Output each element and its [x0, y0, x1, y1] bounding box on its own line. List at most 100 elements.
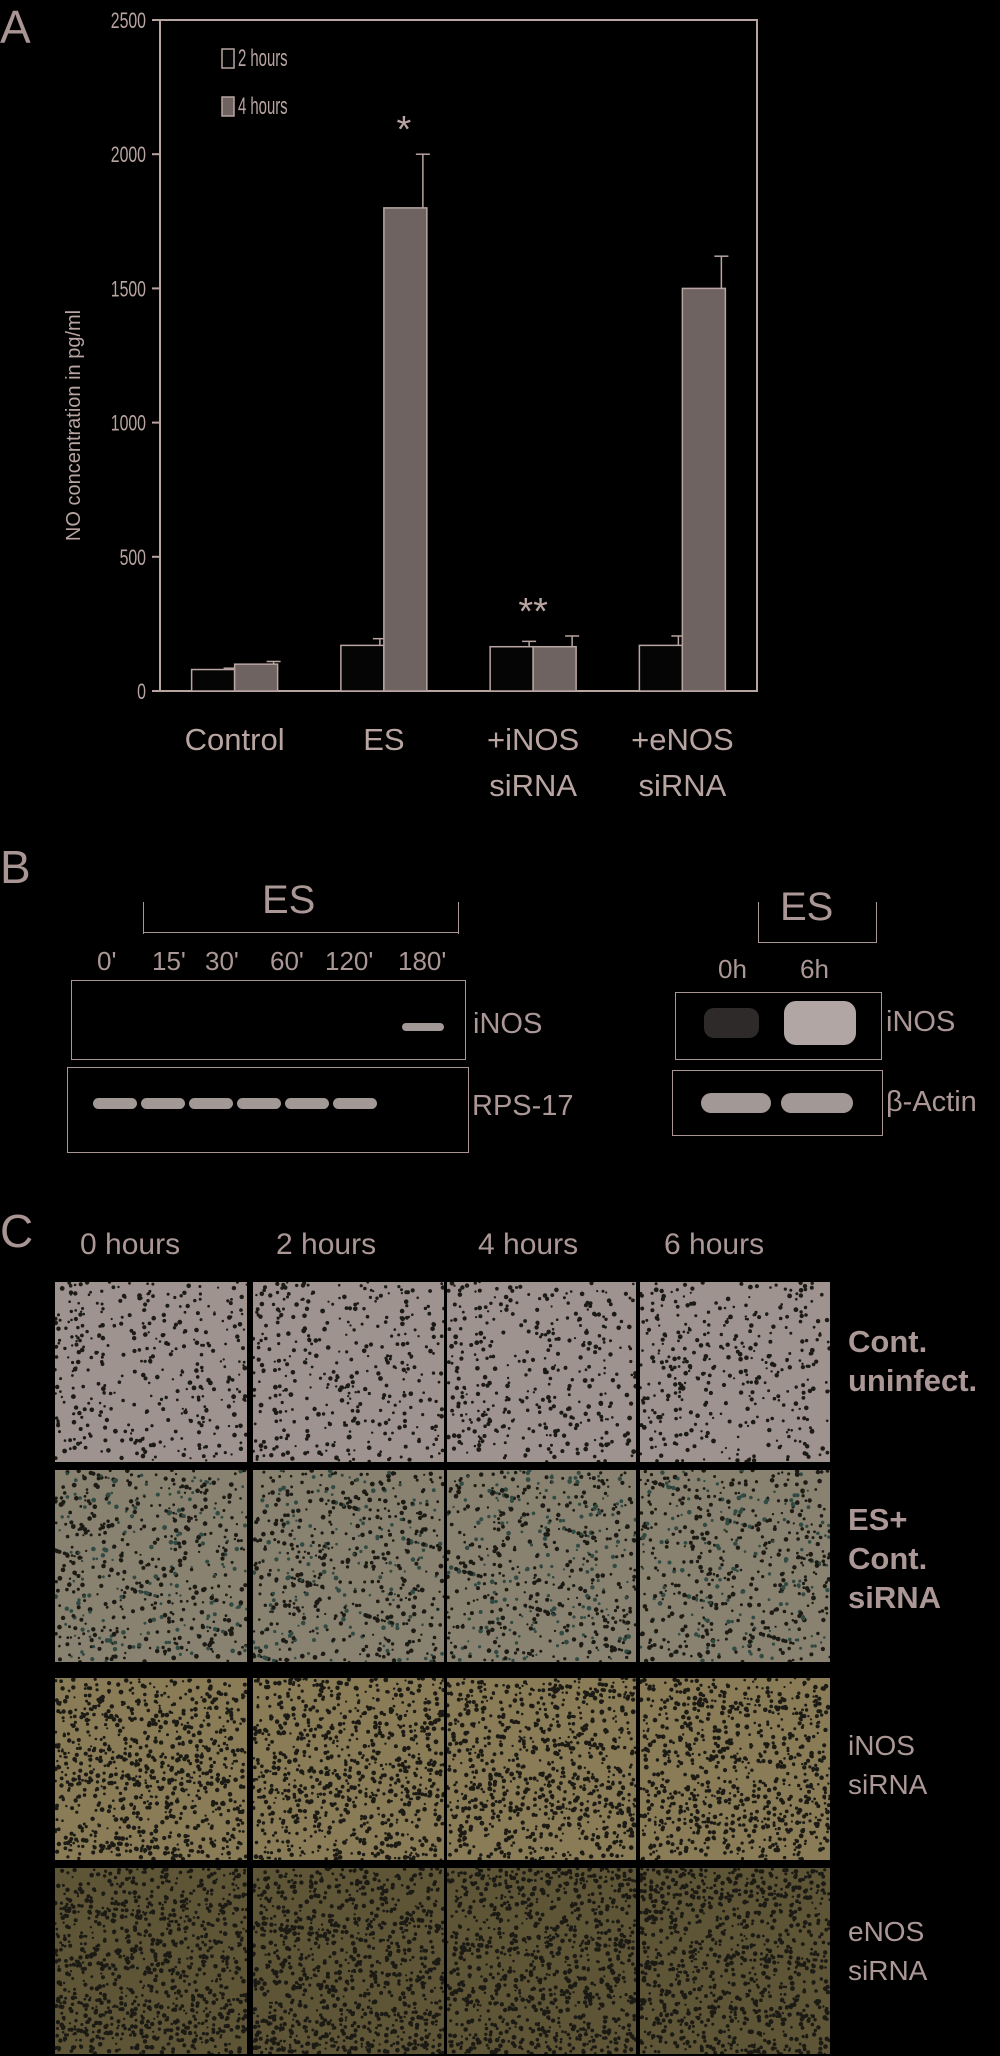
micrograph	[640, 1678, 830, 1860]
y-tick-label: 0	[137, 681, 146, 705]
y-tick-label: 1500	[111, 278, 146, 302]
bar	[532, 645, 577, 692]
cell-texture	[447, 1470, 636, 1662]
micrograph	[55, 1678, 247, 1860]
cell-texture	[55, 1868, 247, 2054]
row-label: Cont. uninfect.	[848, 1322, 977, 1400]
legend-label: 2 hours	[238, 46, 288, 72]
gel-row-label: RPS-17	[472, 1090, 574, 1122]
y-axis-label: NO concentration in pg/ml	[63, 310, 85, 541]
actin-band-0h	[701, 1093, 771, 1113]
bar	[233, 663, 279, 692]
bar	[638, 644, 684, 692]
time-header: 4 hours	[478, 1228, 579, 1261]
rps17-band	[189, 1098, 233, 1109]
plot-frame	[159, 19, 758, 692]
micrograph	[253, 1282, 444, 1462]
cell-texture	[253, 1868, 444, 2054]
panel-label-c: C	[0, 1205, 34, 1257]
rps17-band	[141, 1098, 185, 1109]
lane-label: 180'	[398, 946, 447, 976]
actin-gel-right	[672, 1070, 883, 1136]
cell-texture	[447, 1282, 636, 1462]
micrograph	[253, 1868, 444, 2054]
cell-texture	[447, 1678, 636, 1860]
lane-label: 60'	[270, 946, 304, 976]
x-tick-label: siRNA	[638, 768, 726, 803]
lane-label: 6h	[800, 954, 829, 984]
bar	[190, 668, 236, 692]
micrograph	[640, 1470, 830, 1662]
lane-label: 15'	[152, 946, 186, 976]
bar	[489, 645, 534, 692]
es-group-label-right: ES	[780, 885, 834, 929]
micrograph	[447, 1470, 636, 1662]
row-label-line: eNOS	[848, 1916, 925, 1947]
row-label-line: siRNA	[848, 1769, 928, 1800]
gel-row-label: iNOS	[886, 1006, 956, 1038]
cell-texture	[447, 1868, 636, 2054]
rps17-band	[285, 1098, 329, 1109]
panel-label-a: A	[0, 1, 31, 53]
cell-texture	[253, 1282, 444, 1462]
x-tick-label: Control	[185, 722, 285, 757]
micrograph	[640, 1282, 830, 1462]
row-label-line: iNOS	[848, 1730, 915, 1761]
actin-band-6h	[781, 1093, 853, 1113]
micrograph	[253, 1678, 444, 1860]
gel-row-label: iNOS	[473, 1008, 543, 1040]
cell-texture	[640, 1282, 830, 1462]
lane-label: 0h	[718, 954, 747, 984]
es-bracket-right	[758, 902, 877, 943]
micrograph	[55, 1470, 247, 1662]
row-label-line: siRNA	[848, 1580, 942, 1615]
micrograph	[253, 1470, 444, 1662]
panel-label-b: B	[0, 841, 31, 893]
cell-texture	[253, 1678, 444, 1860]
rps17-band	[93, 1098, 137, 1109]
cell-texture	[253, 1470, 444, 1662]
cell-texture	[55, 1470, 247, 1662]
gel-row-label: β-Actin	[886, 1086, 977, 1118]
row-label-line: Cont.	[848, 1541, 928, 1576]
y-tick-label: 1000	[111, 412, 146, 436]
row-label-line: Cont.	[848, 1324, 928, 1359]
time-header: 2 hours	[276, 1228, 377, 1261]
micrograph	[55, 1282, 247, 1462]
cell-texture	[640, 1470, 830, 1662]
row-label-line: siRNA	[848, 1955, 928, 1986]
micrograph	[447, 1868, 636, 2054]
row-label-line: ES+	[848, 1502, 908, 1537]
legend-swatch	[221, 48, 235, 69]
micrograph	[640, 1868, 830, 2054]
row-label-line: uninfect.	[848, 1363, 978, 1398]
time-header: 6 hours	[664, 1228, 765, 1261]
significance-annotation: **	[518, 591, 548, 633]
cell-texture	[640, 1868, 830, 2054]
micrograph	[55, 1868, 247, 2054]
lane-label: 0'	[97, 946, 117, 976]
rps17-band	[237, 1098, 281, 1109]
lane-label: 30'	[205, 946, 239, 976]
inos-band-0h	[704, 1008, 759, 1038]
cell-texture	[55, 1678, 247, 1860]
y-tick-label: 2000	[111, 144, 146, 168]
row-label: iNOS siRNA	[848, 1726, 927, 1804]
legend-swatch	[221, 96, 235, 117]
rps17-band	[333, 1098, 377, 1109]
bar	[383, 207, 428, 692]
x-tick-label: +iNOS	[487, 722, 579, 757]
cell-texture	[640, 1678, 830, 1860]
inos-band	[402, 1023, 444, 1031]
inos-gel-left	[71, 980, 466, 1060]
cell-texture	[55, 1282, 247, 1462]
inos-gel-right	[675, 992, 882, 1060]
y-tick-label: 500	[120, 546, 146, 570]
bar	[681, 287, 727, 692]
x-tick-label: ES	[363, 722, 404, 757]
legend-label: 4 hours	[238, 94, 288, 120]
inos-band-6h	[784, 1001, 856, 1045]
bar	[340, 644, 385, 692]
es-bracket-left-bar	[143, 932, 459, 933]
lane-label: 120'	[325, 946, 374, 976]
